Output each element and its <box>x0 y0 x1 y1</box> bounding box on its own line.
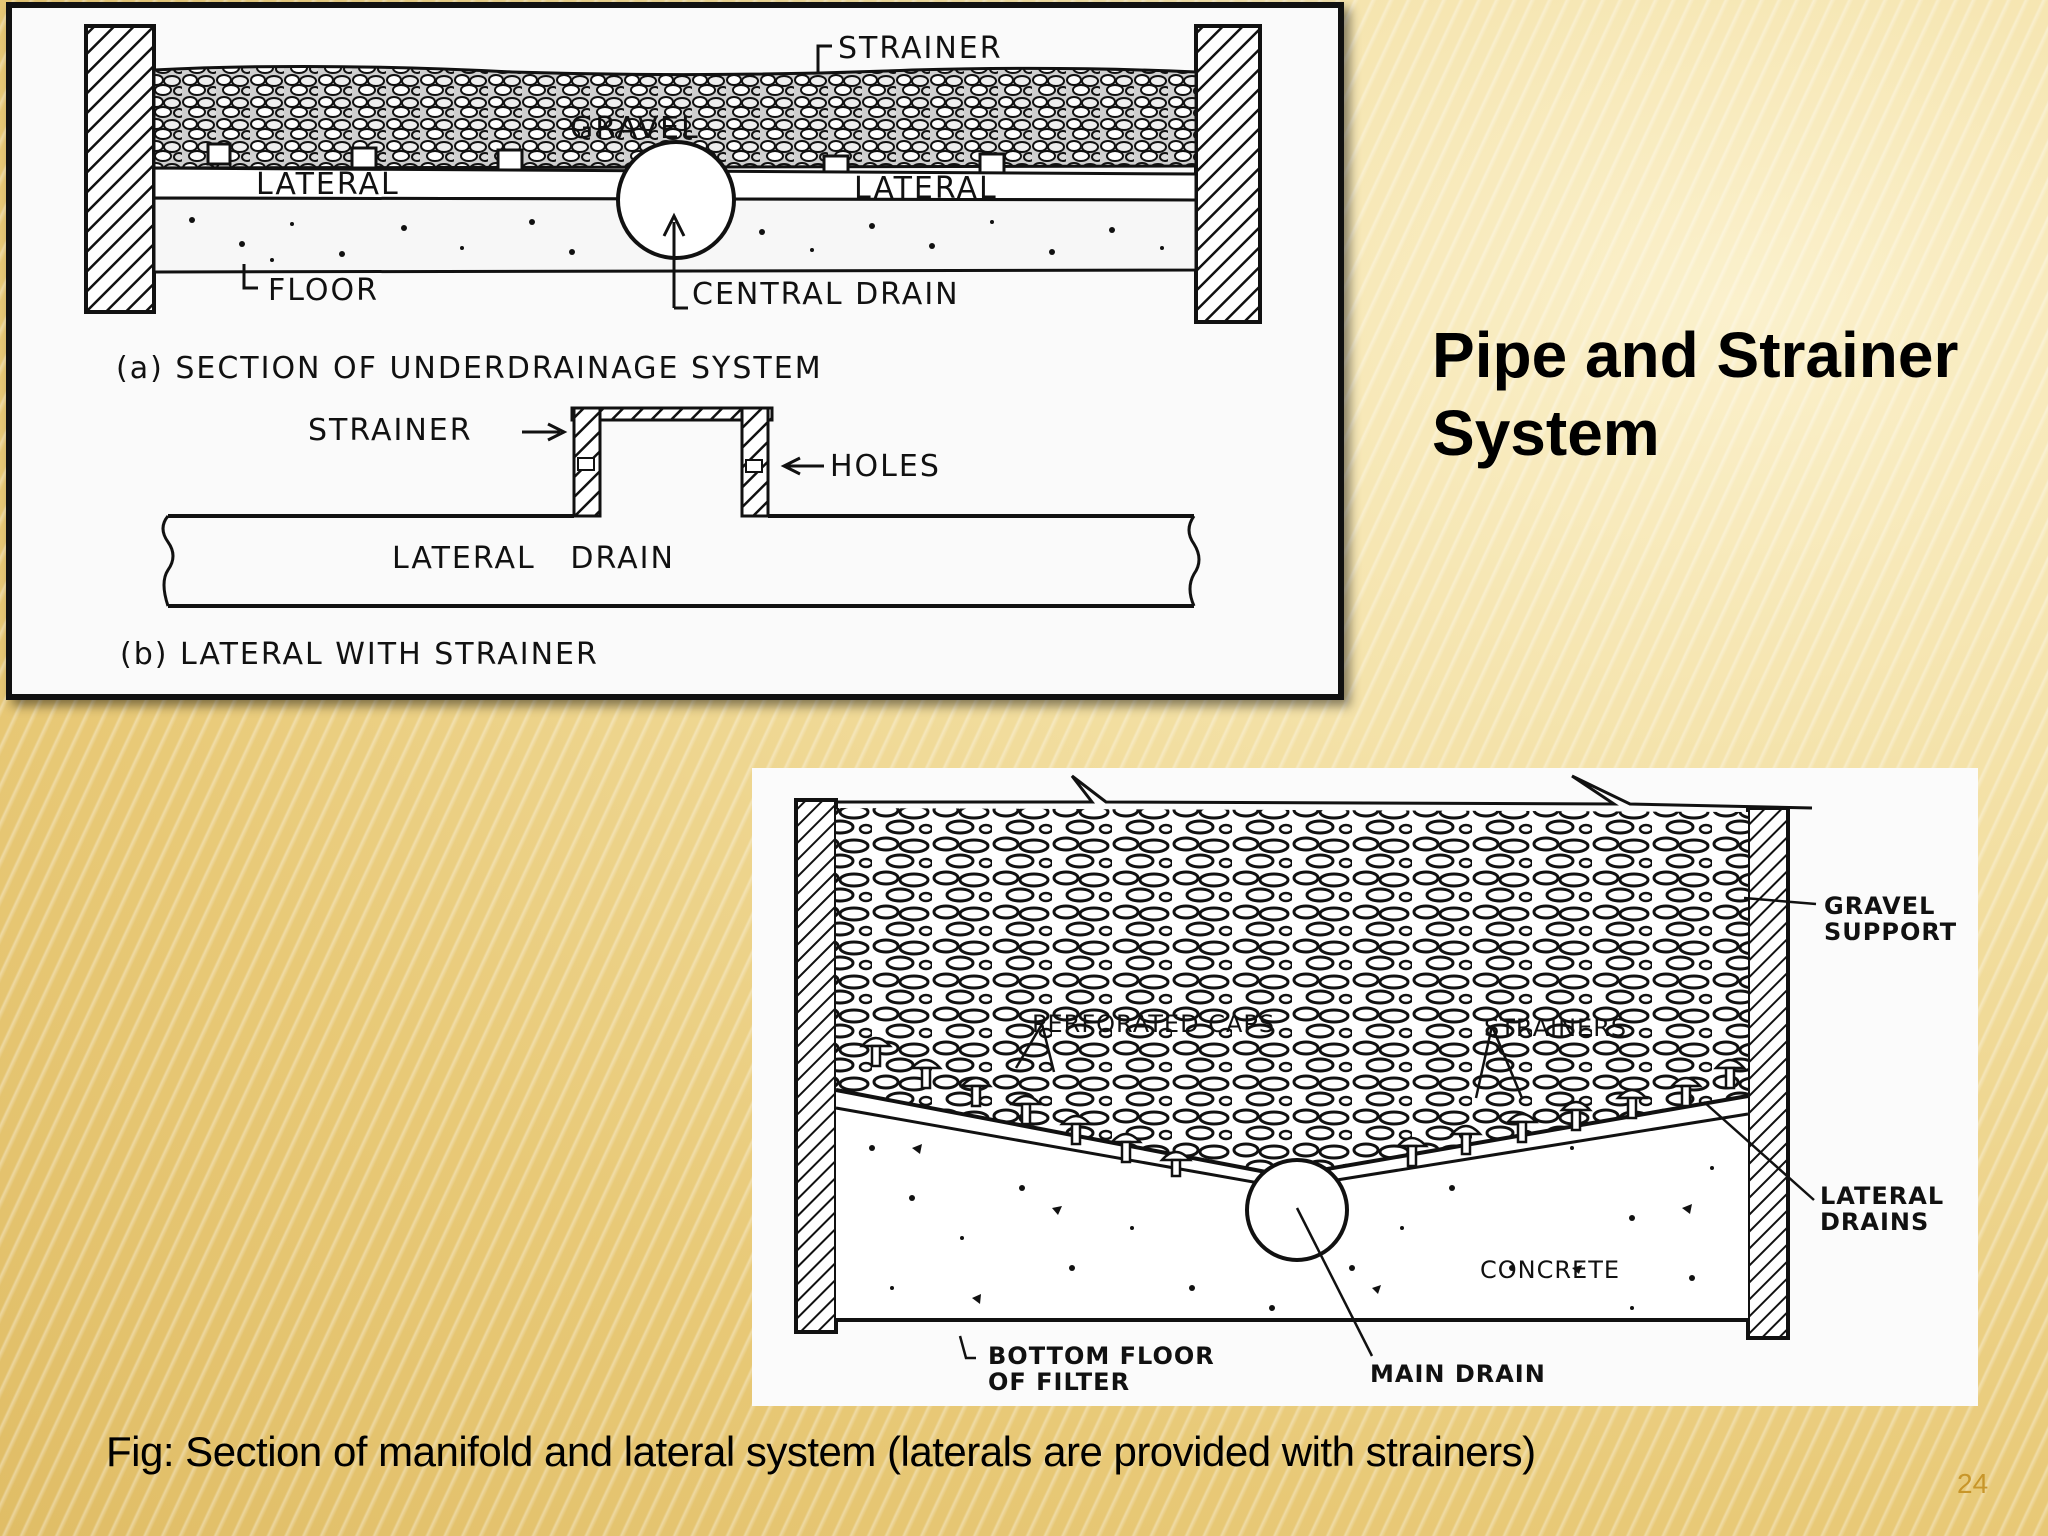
label-strainer: STRAINER <box>838 31 1003 66</box>
figure-caption: Fig: Section of manifold and lateral sys… <box>106 1428 1536 1475</box>
label-lateral-drains-2: DRAINS <box>1820 1208 1929 1236</box>
lateral-drains-leader <box>1703 1101 1815 1201</box>
caption-section-b: (b) LATERAL WITH STRAINER <box>120 637 599 672</box>
slide-title: Pipe and Strainer System <box>1432 319 1959 469</box>
label-bottom-floor-2: OF FILTER <box>988 1368 1130 1396</box>
label-floor: FLOOR <box>268 273 379 308</box>
lateral-drain-left-break <box>161 515 175 607</box>
main-drain-leader <box>1295 1207 1374 1357</box>
strainer-b-arrow <box>522 422 568 442</box>
strainer-caps <box>859 1036 1747 1178</box>
water-surface-line <box>836 774 1813 810</box>
perforated-caps-leader <box>1014 1023 1056 1073</box>
figure-b-drawing: GRAVEL SUPPORT PERFORATED CAPS STRAINERS… <box>794 774 1957 1396</box>
caption-section-a: (a) SECTION OF UNDERDRAINAGE SYSTEM <box>116 351 823 386</box>
gravel-layer <box>152 64 1198 170</box>
strainer-cap <box>570 406 774 422</box>
label-holes: HOLES <box>830 449 941 484</box>
gravel-support-leader <box>1743 896 1817 906</box>
label-lateral-drains-1: LATERAL <box>1820 1182 1944 1210</box>
holes-arrow <box>780 456 824 476</box>
label-strainer-b: STRAINER <box>308 413 473 448</box>
concrete-specks <box>869 1144 1714 1311</box>
figure-a-drawing: STRAINER GRAVEL LATERAL LATERAL FLOOR CE… <box>84 24 1262 672</box>
strainers-leader <box>1474 1025 1524 1099</box>
floor-leader <box>242 264 258 290</box>
right-wall <box>1194 24 1262 324</box>
left-wall-b <box>794 798 838 1334</box>
label-lateral-left: LATERAL <box>256 167 400 202</box>
label-main-drain: MAIN DRAIN <box>1370 1360 1546 1388</box>
central-drain-pipe <box>616 140 736 260</box>
label-concrete: CONCRETE <box>1480 1256 1620 1284</box>
label-gravel-support-2: SUPPORT <box>1824 918 1957 946</box>
hole-left <box>577 457 595 471</box>
label-central-drain: CENTRAL DRAIN <box>692 277 960 312</box>
bottom-floor-leader <box>958 1335 976 1360</box>
strainer-leader <box>816 44 832 74</box>
label-strainers: STRAINERS <box>1484 1014 1627 1042</box>
label-perforated-caps: PERFORATED CAPS <box>1032 1010 1275 1038</box>
figure-underdrainage-section: STRAINER GRAVEL LATERAL LATERAL FLOOR CE… <box>6 2 1344 700</box>
label-gravel: GRAVEL <box>570 111 700 146</box>
central-drain-arrow <box>662 212 686 308</box>
label-gravel-support-1: GRAVEL <box>1824 892 1935 920</box>
hole-right <box>745 459 763 473</box>
gravel-support <box>836 808 1748 1176</box>
label-lateral-drain: LATERAL DRAIN <box>392 541 675 576</box>
label-lateral-right: LATERAL <box>854 171 998 206</box>
lateral-drain-right-break <box>1187 515 1201 607</box>
label-bottom-floor-1: BOTTOM FLOOR <box>988 1342 1215 1370</box>
page-number: 24 <box>1957 1468 1989 1499</box>
left-wall <box>84 24 156 314</box>
figure-manifold-section: GRAVEL SUPPORT PERFORATED CAPS STRAINERS… <box>752 768 1978 1406</box>
right-wall-b <box>1746 806 1790 1340</box>
